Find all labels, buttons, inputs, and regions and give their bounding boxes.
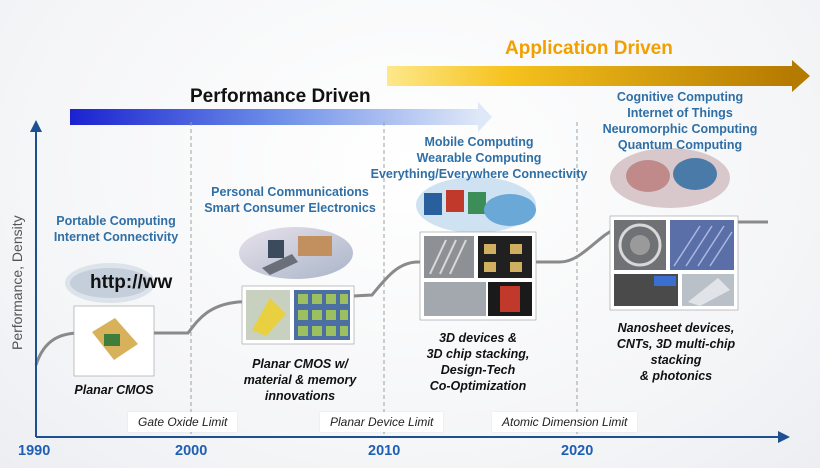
tech-label: CNTs, 3D multi-chip <box>616 337 736 351</box>
application-driven-title: Application Driven <box>505 38 673 59</box>
era1-technology: Planar CMOS <box>54 382 174 398</box>
app-label: Cognitive Computing <box>616 90 744 104</box>
mobile-devices-image <box>416 177 536 233</box>
tech-label: 3D chip stacking, <box>426 347 530 361</box>
era2-technology: Planar CMOS w/ material & memory innovat… <box>225 356 375 404</box>
performance-driven-arrow <box>70 102 492 132</box>
app-label: Smart Consumer Electronics <box>204 201 376 215</box>
http-logo-image <box>65 263 155 303</box>
app-label: Wearable Computing <box>416 151 542 165</box>
app-label: Portable Computing <box>56 214 176 228</box>
performance-curve <box>34 220 768 366</box>
era1-applications: Portable Computing Internet Connectivity <box>46 213 186 245</box>
planar-cmos-memory-image <box>241 285 355 345</box>
era3-technology: 3D devices & 3D chip stacking, Design-Te… <box>398 330 558 394</box>
tech-label: & photonics <box>639 369 713 383</box>
planar-cmos-image <box>73 305 155 377</box>
app-label: Everything/Everywhere Connectivity <box>370 167 588 181</box>
performance-driven-title: Performance Driven <box>190 86 371 107</box>
chart-axes <box>30 120 790 443</box>
tech-label: Planar CMOS <box>74 383 154 397</box>
tech-label: Co-Optimization <box>429 379 527 393</box>
tech-label: innovations <box>264 389 336 403</box>
application-driven-arrow <box>387 60 810 92</box>
gate-oxide-limit-label: Gate Oxide Limit <box>128 412 238 432</box>
app-label: Quantum Computing <box>617 138 743 152</box>
year-tick-label: 2020 <box>561 443 594 459</box>
era4-applications: Cognitive Computing Internet of Things N… <box>592 89 768 153</box>
app-label: Neuromorphic Computing <box>602 122 758 136</box>
personal-devices-image <box>239 227 353 279</box>
year-tick-label: 2000 <box>175 443 208 459</box>
atomic-dimension-limit-label: Atomic Dimension Limit <box>492 412 638 432</box>
year-tick-label: 1990 <box>18 443 51 459</box>
app-label: Internet Connectivity <box>53 230 179 244</box>
nanosheet-devices-image <box>609 215 739 311</box>
era2-applications: Personal Communications Smart Consumer E… <box>196 184 384 216</box>
year-tick-label: 2010 <box>368 443 401 459</box>
app-label: Mobile Computing <box>424 135 534 149</box>
3d-devices-image <box>419 231 537 321</box>
era3-applications: Mobile Computing Wearable Computing Ever… <box>362 134 596 182</box>
tech-label: material & memory <box>243 373 357 387</box>
planar-device-limit-label: Planar Device Limit <box>320 412 444 432</box>
cognitive-computing-image <box>610 148 730 208</box>
app-label: Personal Communications <box>211 185 369 199</box>
http-logo-text: http://ww <box>90 272 173 293</box>
tech-label: Planar CMOS w/ <box>252 357 348 371</box>
tech-label: Design-Tech <box>440 363 516 377</box>
app-label: Internet of Things <box>627 106 733 120</box>
era4-technology: Nanosheet devices, CNTs, 3D multi-chip s… <box>596 320 756 384</box>
tech-label: Nanosheet devices, <box>617 321 735 335</box>
y-axis-label: Performance, Density <box>9 215 25 350</box>
tech-label: 3D devices & <box>439 331 517 345</box>
tech-label: stacking <box>650 353 702 367</box>
